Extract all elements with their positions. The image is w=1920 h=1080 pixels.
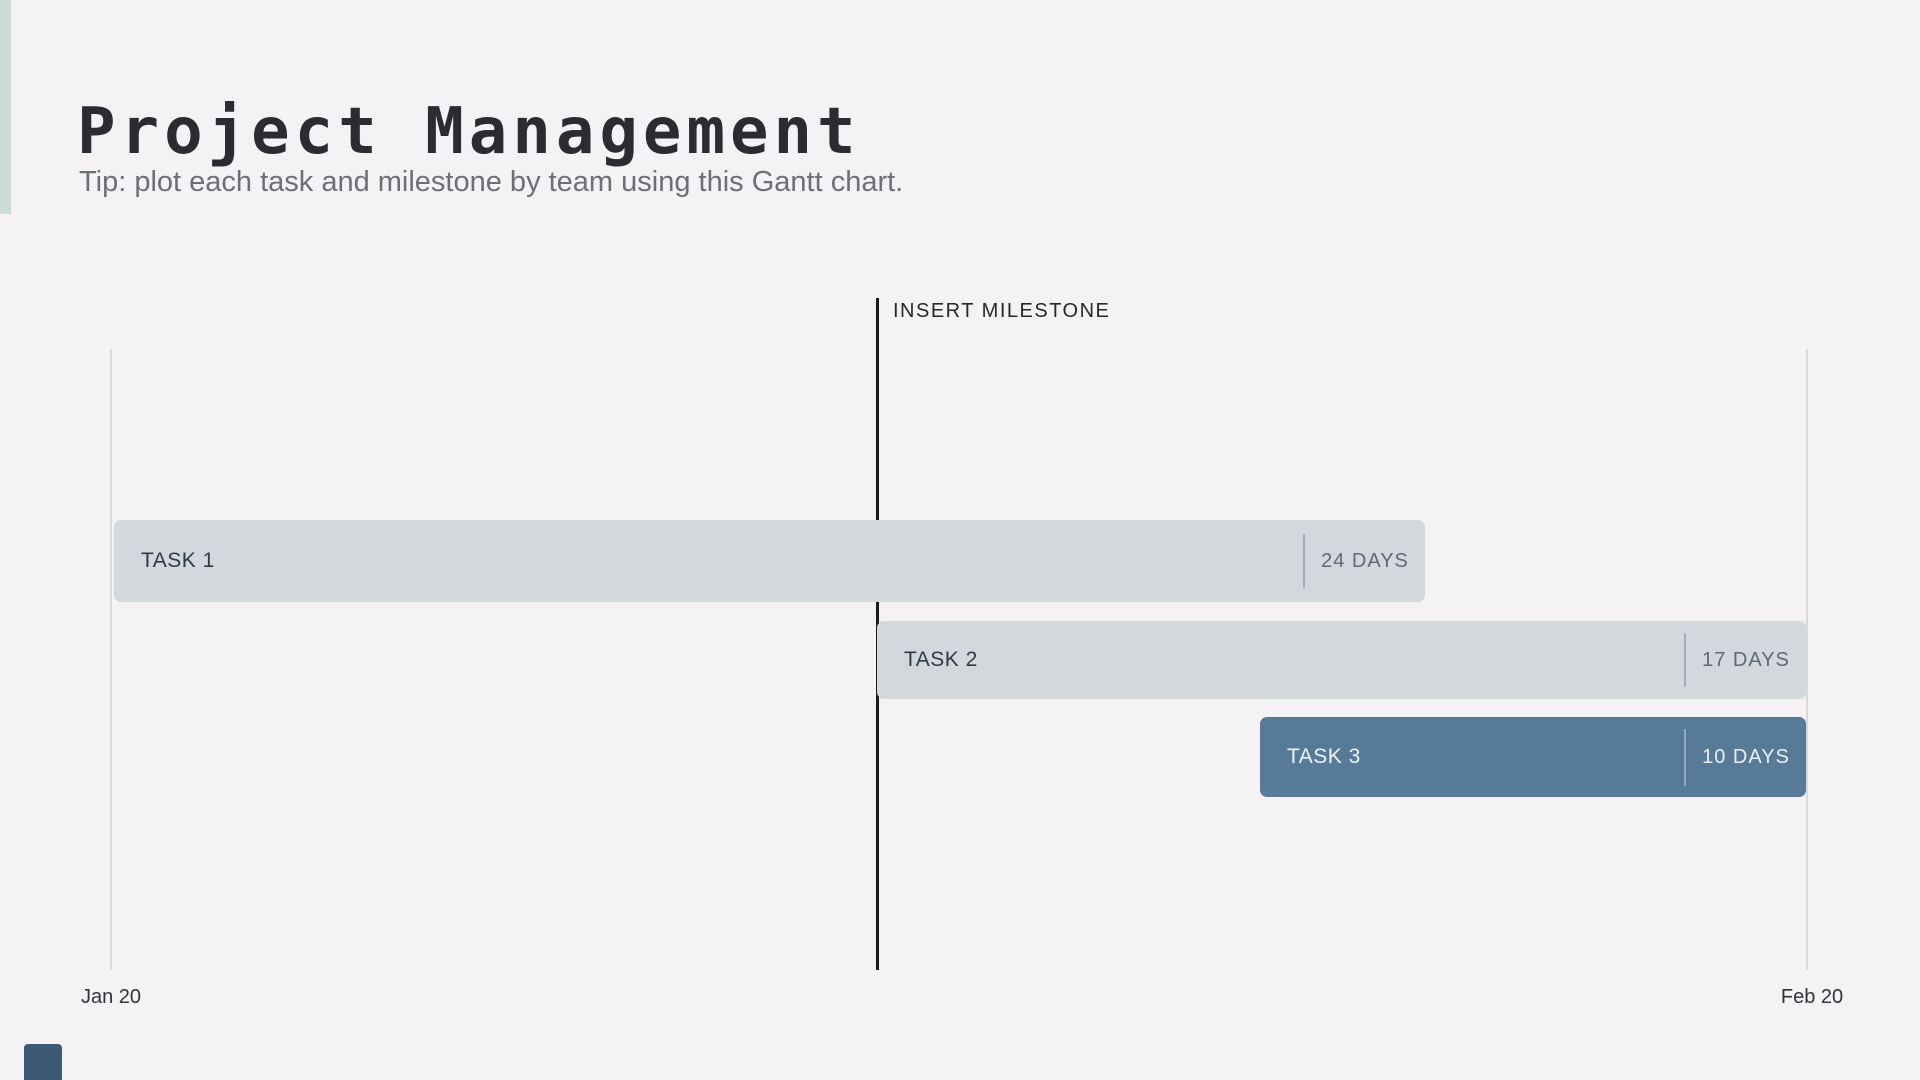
task-1-duration: 24 DAYS: [1321, 549, 1409, 572]
accent-strip: [0, 0, 11, 214]
axis-line-start: [110, 349, 112, 970]
task-bar-3[interactable]: TASK 3 10 DAYS: [1260, 717, 1806, 797]
task-3-name: TASK 3: [1287, 745, 1361, 768]
duration-separator: [1684, 728, 1686, 786]
task-2-name: TASK 2: [904, 648, 978, 671]
tip-text: Tip: plot each task and milestone by tea…: [79, 166, 904, 198]
duration-separator: [1303, 534, 1305, 588]
axis-end-date: Feb 20: [1780, 986, 1844, 1008]
task-1-name: TASK 1: [141, 549, 215, 572]
task-bar-1[interactable]: TASK 1 24 DAYS: [114, 520, 1425, 602]
axis-start-date: Jan 20: [80, 986, 142, 1008]
milestone-label: INSERT MILESTONE: [893, 300, 1111, 322]
duration-separator: [1684, 633, 1686, 687]
corner-decoration: [24, 1044, 62, 1080]
page-title: Project Management: [77, 94, 861, 169]
task-2-duration: 17 DAYS: [1702, 648, 1790, 671]
axis-line-end: [1806, 349, 1808, 970]
task-bar-2[interactable]: TASK 2 17 DAYS: [877, 621, 1806, 699]
task-3-duration: 10 DAYS: [1702, 745, 1790, 768]
